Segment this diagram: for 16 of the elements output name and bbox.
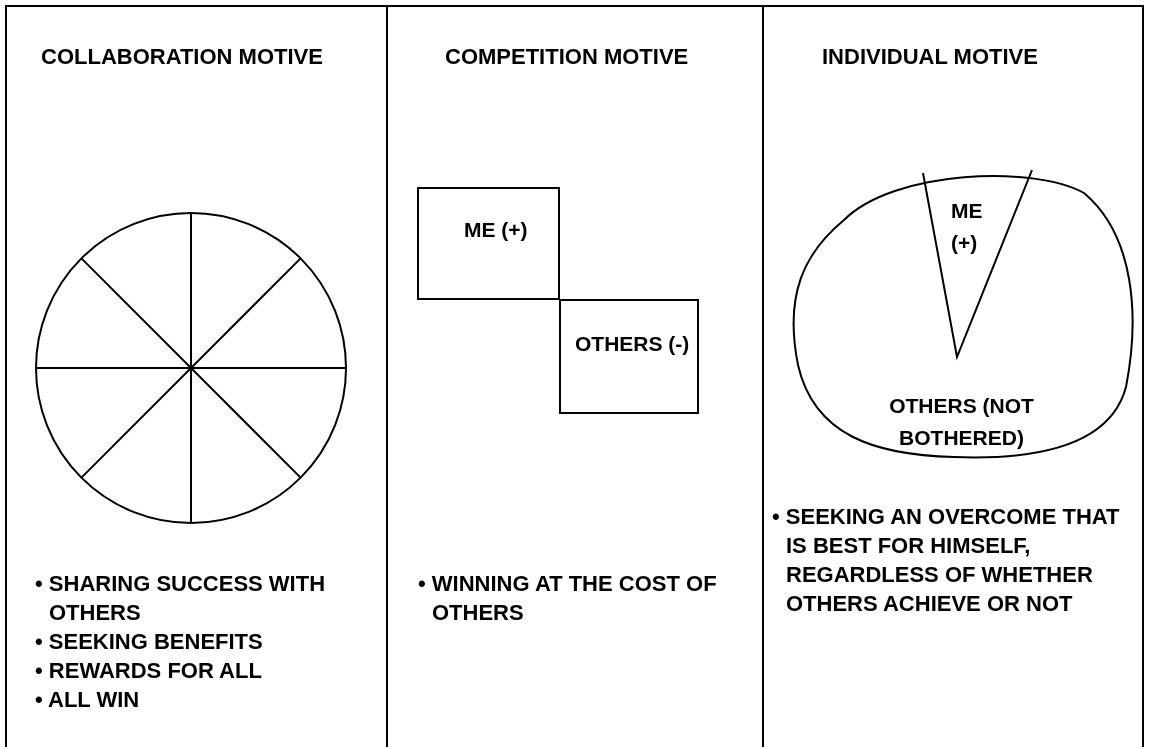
shape-label: OTHERS (NOT BOTHERED) [888, 393, 1035, 451]
panel-heading: COMPETITION MOTIVE [445, 43, 690, 71]
bullet-point: • SEEKING BENEFITS [35, 628, 264, 656]
motive-panel [5, 5, 386, 747]
panel-heading: COLLABORATION MOTIVE [41, 43, 324, 71]
bullet-point: • SHARING SUCCESS WITH OTHERS [35, 570, 327, 627]
panel-heading: INDIVIDUAL MOTIVE [822, 43, 1039, 71]
bullet-point: • SEEKING AN OVERCOME THAT IS BEST FOR HIMSELF, REGARDLESS OF WHETHER OTHERS ACHIEVE OR NOT [772, 503, 1121, 618]
bullet-point: • REWARDS FOR ALL [35, 657, 263, 685]
bullet-point: • WINNING AT THE COST OF OTHERS [418, 570, 718, 627]
bullet-point: • ALL WIN [35, 686, 141, 714]
shape-label: ME (+) [951, 198, 984, 256]
motive-panel [762, 5, 1144, 747]
motive-panel [386, 5, 762, 747]
box-label: ME (+) [464, 217, 529, 243]
box-label: OTHERS (-) [575, 331, 691, 357]
